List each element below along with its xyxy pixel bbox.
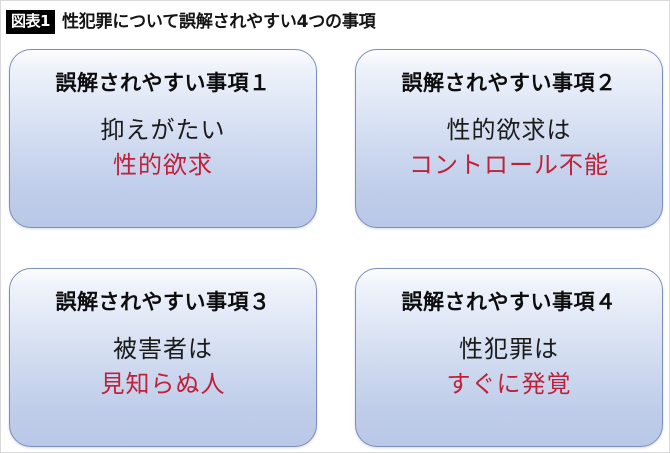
figure-number-badge: 図表1 (6, 10, 55, 34)
misconception-card-4: 誤解されやすい事項４ 性犯罪は すぐに発覚 (355, 268, 663, 447)
misconception-card-2: 誤解されやすい事項２ 性的欲求は コントロール不能 (355, 49, 663, 228)
card-line-primary: 抑えがたい (100, 116, 226, 145)
card-heading: 誤解されやすい事項３ (55, 290, 271, 314)
card-heading: 誤解されやすい事項２ (401, 71, 617, 95)
misconception-card-1: 誤解されやすい事項１ 抑えがたい 性的欲求 (9, 49, 317, 228)
card-line-primary: 性犯罪は (459, 335, 559, 364)
figure-title: 性犯罪について誤解されやすい4つの事項 (61, 11, 376, 32)
card-line-highlight: 性的欲求 (113, 150, 213, 179)
card-heading: 誤解されやすい事項１ (55, 71, 271, 95)
card-line-highlight: 見知らぬ人 (100, 369, 226, 398)
card-line-primary: 性的欲求は (446, 116, 572, 145)
card-line-highlight: コントロール不能 (409, 150, 609, 179)
figure-header: 図表1 性犯罪について誤解されやすい4つの事項 (1, 1, 670, 43)
card-line-primary: 被害者は (113, 335, 213, 364)
misconception-card-3: 誤解されやすい事項３ 被害者は 見知らぬ人 (9, 268, 317, 447)
card-heading: 誤解されやすい事項４ (401, 290, 617, 314)
misconception-cards-grid: 誤解されやすい事項１ 抑えがたい 性的欲求 誤解されやすい事項２ 性的欲求は コ… (9, 49, 663, 447)
card-line-highlight: すぐに発覚 (446, 369, 572, 398)
